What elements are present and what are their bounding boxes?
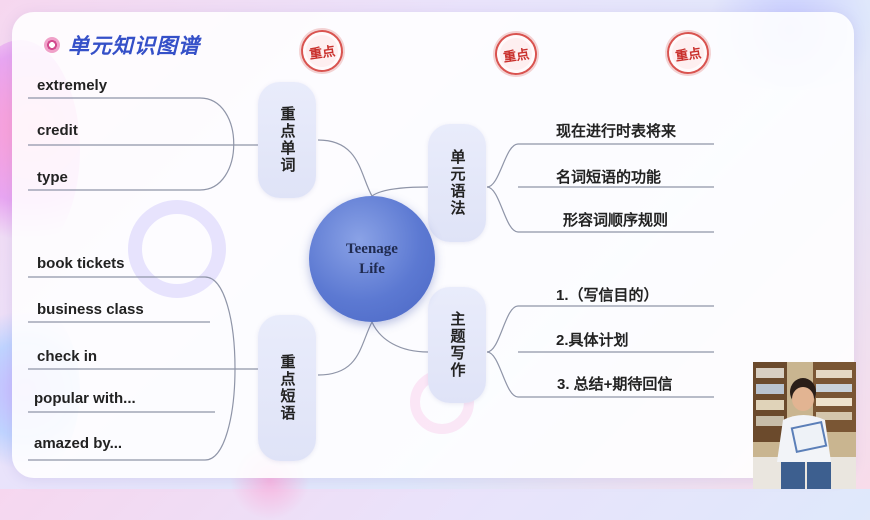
key-phrase-item: popular with... — [34, 390, 136, 407]
branch-label: 重点短语 — [278, 354, 296, 422]
branch-label: 单元语法 — [448, 149, 466, 217]
connector-line — [28, 97, 235, 191]
branch-key-words: 重点单词 — [258, 82, 316, 198]
connector-line — [486, 143, 519, 188]
key-word-item: type — [37, 169, 68, 186]
branch-key-phrases: 重点短语 — [258, 315, 316, 461]
central-topic-line: Life — [359, 261, 385, 277]
key-word-item: credit — [37, 122, 78, 139]
photo-illustration — [753, 362, 856, 489]
grammar-item: 名词短语的功能 — [556, 169, 662, 186]
connector-line — [371, 186, 429, 197]
connector-line — [486, 186, 519, 233]
branch-label: 主题写作 — [448, 311, 466, 379]
key-word-item: extremely — [37, 77, 108, 94]
reading-student-photo — [753, 362, 856, 489]
key-phrase-item: amazed by... — [34, 435, 123, 452]
bullet-icon — [44, 37, 60, 53]
grammar-item: 形容词顺序规则 — [563, 212, 669, 229]
central-topic: Teenage Life — [309, 196, 435, 322]
writing-item: 1.（写信目的） — [556, 287, 659, 304]
connector-line — [317, 139, 373, 197]
central-topic-line: Teenage — [346, 241, 398, 257]
slide-header: 单元知识图谱 — [44, 30, 200, 60]
key-phrase-item: business class — [37, 301, 144, 318]
key-phrase-item: book tickets — [37, 255, 125, 272]
connector-line — [486, 305, 519, 353]
grammar-item: 现在进行时表将来 — [556, 123, 677, 140]
connector-line — [371, 321, 429, 353]
mindmap-connectors — [28, 97, 714, 461]
branch-writing: 主题写作 — [428, 287, 486, 403]
key-phrase-item: check in — [37, 348, 98, 365]
writing-item: 3. 总结+期待回信 — [557, 376, 673, 393]
slide-title: 单元知识图谱 — [68, 35, 200, 58]
connector-line — [317, 321, 373, 376]
writing-item: 2.具体计划 — [556, 332, 629, 349]
connector-line — [486, 351, 519, 398]
branch-label: 重点单词 — [278, 106, 296, 174]
branch-grammar: 单元语法 — [428, 124, 486, 242]
